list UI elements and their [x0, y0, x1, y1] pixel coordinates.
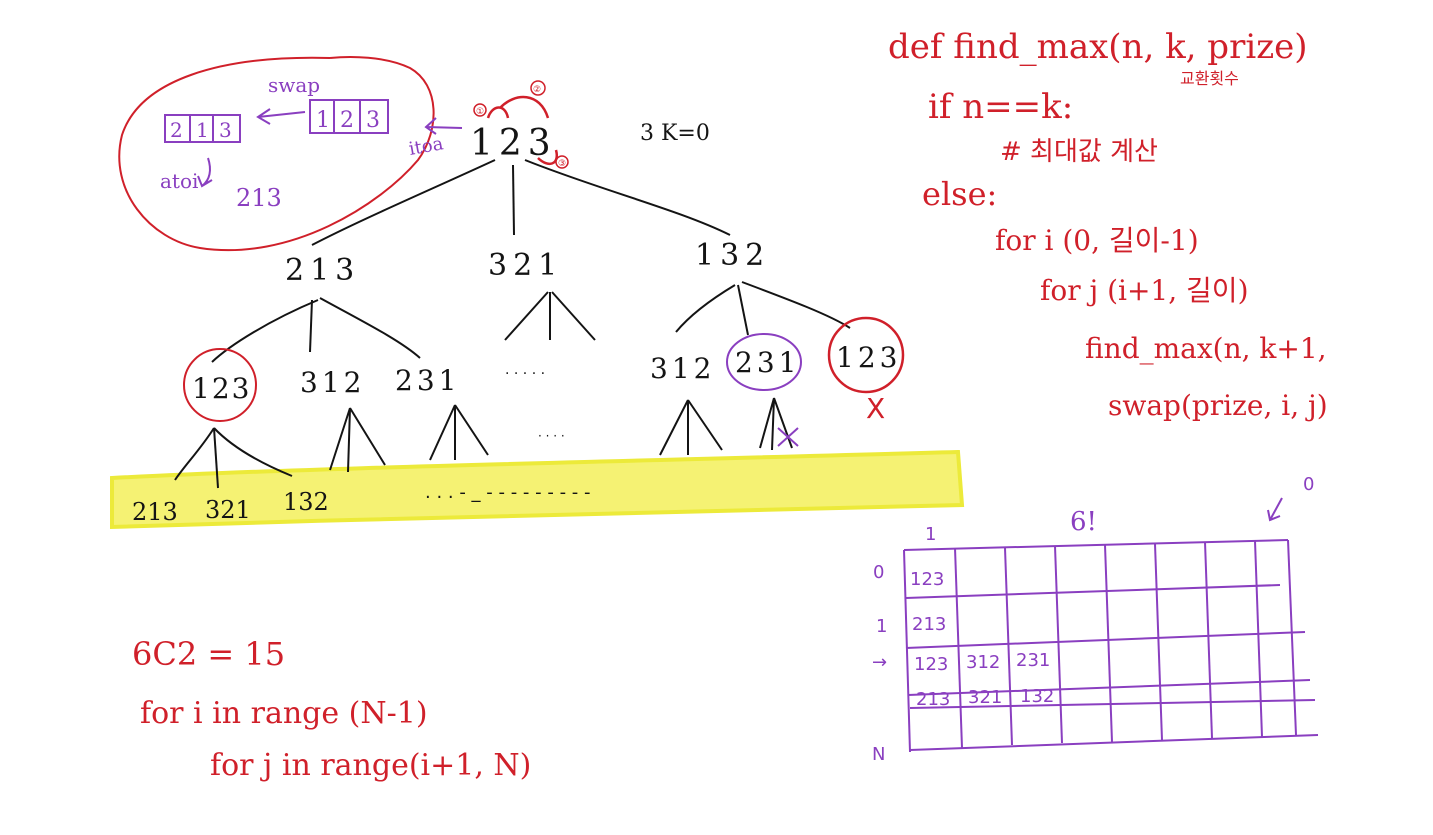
combo-line: 6C2 = 15	[132, 635, 285, 673]
tree-root-node: 123	[470, 123, 557, 164]
array-before-cell: 1	[316, 108, 330, 133]
left-arrow-icon	[256, 108, 306, 125]
leaf-dashes: . . . - _ - - - - - - - - -	[425, 482, 591, 503]
code-line: # 최대값 계산	[1000, 137, 1158, 167]
x-mark-icon: X	[866, 392, 885, 425]
tree-node-level1: 213	[285, 253, 360, 288]
table-row-label: →	[872, 652, 887, 673]
array-after-box	[164, 114, 241, 143]
highlight-band	[110, 449, 965, 530]
root-note: 3 K=0	[640, 121, 710, 146]
table-cell: 123	[914, 654, 948, 675]
table-header: 6!	[1070, 507, 1097, 537]
left-arrow-icon	[424, 117, 463, 135]
itoa-label: itoa	[407, 133, 445, 160]
x-mark-icon	[777, 427, 799, 447]
tree-node-level2: · · · · ·	[505, 366, 545, 382]
array-before-cell: 3	[366, 108, 380, 133]
array-after-cell: 2	[170, 118, 183, 142]
table-row-label: 0	[873, 562, 884, 583]
tree-node-level1: 132	[695, 238, 770, 273]
root-mark: ③	[558, 159, 566, 169]
tree-node-level1: 321	[488, 248, 563, 283]
tree-node-level2: 231	[395, 364, 460, 397]
swap-number: 213	[236, 184, 282, 212]
swap-label: swap	[268, 73, 320, 97]
code-line: swap(prize, i, j)	[1108, 389, 1328, 422]
level2-dots-under: · · · ·	[538, 429, 565, 443]
tree-node-level2: 231	[735, 346, 800, 379]
table-row-label: N	[872, 744, 885, 765]
tree-node-level2: 123	[836, 341, 901, 374]
code-line: else:	[922, 175, 997, 213]
table-row-label: 1	[876, 616, 887, 637]
code-annotation: 교환횟수	[1180, 69, 1239, 88]
array-before-cell: 2	[340, 108, 354, 133]
table-header: 1	[925, 524, 936, 545]
code-line: for i (0, 길이-1)	[995, 224, 1199, 257]
down-arrow-icon	[1267, 497, 1283, 522]
tree-node-level2: 312	[300, 366, 365, 399]
leaf-node: 321	[205, 496, 251, 524]
root-mark: ①	[476, 107, 484, 117]
tree-node-level2: 312	[650, 352, 715, 385]
code-line: find_max(n, k+1,	[1085, 332, 1327, 365]
node-circle-purple	[726, 333, 802, 391]
leaf-node: 132	[283, 488, 329, 516]
table-cell: 123	[910, 569, 944, 590]
table-cell: 213	[912, 614, 946, 635]
swap-note-loop	[118, 56, 435, 252]
array-before-box	[309, 99, 389, 134]
tree-edges	[174, 159, 851, 489]
combo-line: for i in range (N-1)	[140, 696, 428, 731]
node-circle-red	[183, 348, 257, 422]
table-cell: 321	[968, 687, 1002, 708]
root-marks	[473, 80, 569, 169]
table-cell: 213	[916, 689, 950, 710]
memo-table-grid	[903, 539, 1319, 753]
down-arrow-icon	[197, 157, 213, 188]
atoi-label: atoi	[160, 169, 198, 193]
tree-node-level2: 123	[192, 372, 251, 405]
swap-note	[164, 99, 463, 188]
array-after-cell: 3	[219, 118, 232, 142]
node-circle-red	[827, 316, 905, 394]
root-swap-arcs	[486, 95, 559, 166]
array-after-cell: 1	[196, 118, 209, 142]
table-cell: 312	[966, 652, 1000, 673]
leaf-node: 213	[132, 498, 178, 526]
code-line: for j (i+1, 길이)	[1040, 274, 1249, 307]
table-cell: 132	[1020, 686, 1054, 707]
table-cell: 231	[1016, 650, 1050, 671]
code-line: def find_max(n, k, prize)	[888, 27, 1308, 67]
table-header: 0	[1303, 474, 1314, 495]
combo-line: for j in range(i+1, N)	[210, 748, 531, 783]
root-mark: ②	[533, 85, 541, 95]
code-line: if n==k:	[928, 87, 1073, 127]
